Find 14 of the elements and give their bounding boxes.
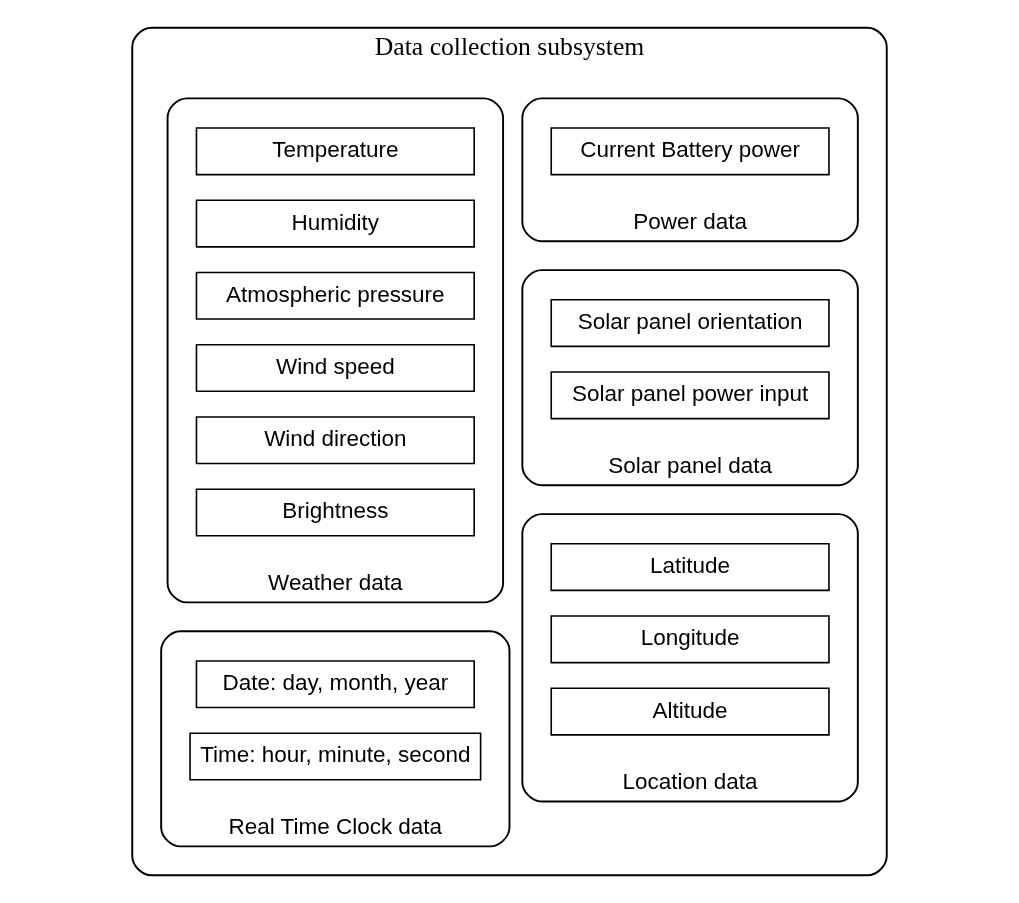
node-box: Humidity	[195, 199, 475, 248]
node-box: Current Battery power	[550, 127, 830, 176]
node-box: Longitude	[550, 615, 830, 664]
node-box: Solar panel orientation	[550, 299, 830, 348]
node-box: Time: hour, minute, second	[189, 732, 482, 781]
node-box: Brightness	[195, 488, 475, 537]
node-box: Wind direction	[195, 416, 475, 465]
node-box: Temperature	[195, 127, 475, 176]
node-box: Altitude	[550, 687, 830, 736]
node-box: Latitude	[550, 543, 830, 592]
node-box: Date: day, month, year	[195, 660, 475, 709]
node-box: Solar panel power input	[550, 371, 830, 420]
node-box: Wind speed	[195, 343, 475, 393]
node-box: Atmospheric pressure	[195, 271, 475, 320]
